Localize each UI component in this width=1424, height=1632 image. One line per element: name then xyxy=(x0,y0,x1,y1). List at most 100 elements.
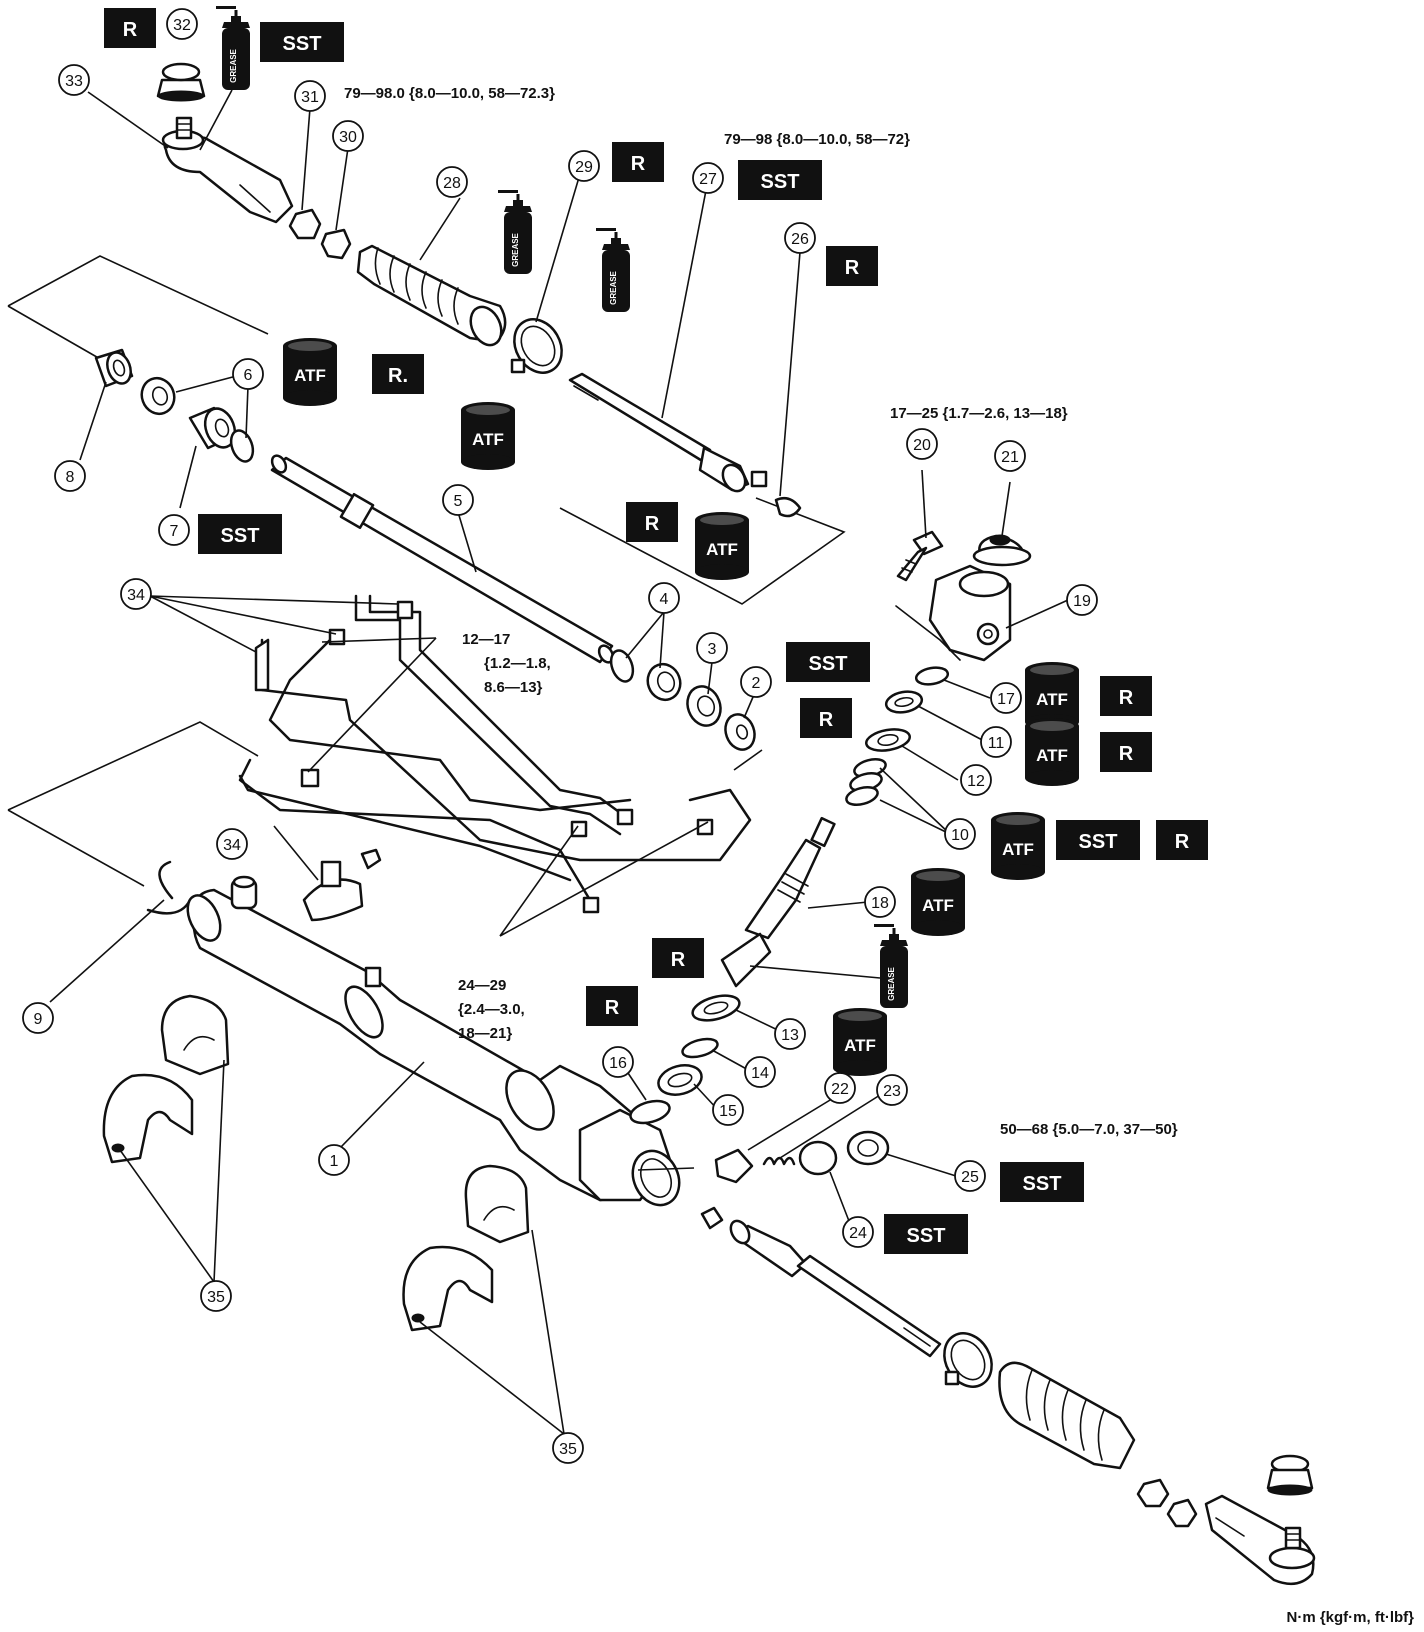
callout-23: 23 xyxy=(876,1074,908,1106)
callout-circle xyxy=(58,64,90,96)
callout-33: 33 xyxy=(58,64,90,96)
seal-6 xyxy=(140,376,176,416)
pipe-bracket-34 xyxy=(302,848,382,922)
callout-12: 12 xyxy=(960,764,992,796)
atf-can-7: ATF xyxy=(911,868,965,936)
callout-label: 21 xyxy=(1001,449,1019,466)
callout-label: 19 xyxy=(1073,593,1091,610)
seal-12 xyxy=(865,728,911,752)
callout-label: 15 xyxy=(719,1103,737,1120)
svg-text:ATF: ATF xyxy=(294,366,326,385)
sst-badge-7: SST xyxy=(884,1214,968,1254)
callout-label: 8 xyxy=(66,469,75,486)
callout-label: 29 xyxy=(575,159,593,176)
callout-22: 22 xyxy=(824,1072,856,1104)
callout-circle xyxy=(294,80,326,112)
callout-14: 14 xyxy=(744,1056,776,1088)
units-label: N·m {kgf·m, ft·lbf} xyxy=(1287,1609,1415,1626)
callout-circle xyxy=(552,1432,584,1464)
mount-brackets-35-left xyxy=(102,994,230,1164)
callout-label: 31 xyxy=(301,89,319,106)
bellows-boot-lower xyxy=(998,1361,1136,1470)
callout-4: 4 xyxy=(648,582,680,614)
svg-text:ATF: ATF xyxy=(844,1036,876,1055)
callout-label: 35 xyxy=(207,1289,225,1306)
atf-can-5: ATF xyxy=(1025,718,1079,786)
nut-31 xyxy=(288,208,322,240)
sst-badge-6: SST xyxy=(1000,1162,1084,1202)
callout-28: 28 xyxy=(436,166,468,198)
torque-24-29-a: 24—29 xyxy=(458,977,506,994)
svg-text:SST: SST xyxy=(1023,1173,1062,1195)
callout-circle xyxy=(318,1144,350,1176)
r-badge-11: R xyxy=(586,986,638,1026)
callout-34b: 34 xyxy=(216,828,248,860)
svg-text:R: R xyxy=(1119,687,1134,709)
nut-30 xyxy=(320,228,352,260)
bearing-10 xyxy=(845,757,887,807)
callout-circle xyxy=(568,150,600,182)
callout-13: 13 xyxy=(774,1018,806,1050)
washer-11 xyxy=(884,690,924,714)
spring-23 xyxy=(762,1156,796,1166)
callout-circle xyxy=(784,222,816,254)
washer-14 xyxy=(681,1037,719,1059)
callout-label: 10 xyxy=(951,827,969,844)
mount-brackets-35-right xyxy=(402,1164,530,1332)
callout-circle xyxy=(54,460,86,492)
callout-8: 8 xyxy=(54,460,86,492)
torque-27: 79—98 {8.0—10.0, 58—72} xyxy=(724,131,910,148)
grease-tube-18: GREASE xyxy=(872,922,910,1010)
yoke-housing-19 xyxy=(895,564,1012,662)
callout-label: 32 xyxy=(173,17,191,34)
atf-can-6: ATF xyxy=(991,812,1045,880)
callout-18: 18 xyxy=(864,886,896,918)
yoke-22 xyxy=(714,1148,754,1184)
callout-circle xyxy=(216,828,248,860)
torque-24-29-c: 18—21} xyxy=(458,1025,512,1042)
nut-lower-a xyxy=(1136,1478,1170,1508)
callout-label: 5 xyxy=(454,493,463,510)
sst-badge-1: SST xyxy=(260,22,344,62)
callout-label: 27 xyxy=(699,171,717,188)
svg-text:R: R xyxy=(605,997,620,1019)
sst-badge-5: SST xyxy=(1056,820,1140,860)
svg-text:ATF: ATF xyxy=(922,896,954,915)
boot-clamp-lower xyxy=(943,1332,993,1388)
torque-34-b: {1.2—1.8, xyxy=(484,655,551,672)
pressure-pipes-34 xyxy=(238,594,752,914)
o-ring-4a xyxy=(609,649,635,683)
torque-20: 17—25 {1.7—2.6, 13—18} xyxy=(890,405,1068,422)
lock-nut-25 xyxy=(846,1130,890,1166)
snap-ring-9 xyxy=(146,860,192,915)
torque-34-c: 8.6—13} xyxy=(484,679,543,696)
callout-circle xyxy=(442,484,474,516)
svg-text:SST: SST xyxy=(761,171,800,193)
seal-4b xyxy=(646,662,682,702)
svg-text:GREASE: GREASE xyxy=(609,270,618,304)
callout-circle xyxy=(1066,584,1098,616)
callout-25: 25 xyxy=(954,1160,986,1192)
callout-7: 7 xyxy=(158,514,190,546)
callout-label: 25 xyxy=(961,1169,979,1186)
pinion-18 xyxy=(720,816,836,988)
svg-text:R.: R. xyxy=(388,365,408,387)
svg-text:R: R xyxy=(123,19,138,41)
bushing-2 xyxy=(724,713,756,751)
callout-label: 11 xyxy=(988,735,1005,752)
callout-circle xyxy=(158,514,190,546)
svg-text:ATF: ATF xyxy=(1002,840,1034,859)
callout-label: 28 xyxy=(443,175,461,192)
grease-tube-32: GREASE xyxy=(214,4,252,92)
svg-text:GREASE: GREASE xyxy=(511,232,520,266)
callout-circle xyxy=(712,1094,744,1126)
svg-text:ATF: ATF xyxy=(706,540,738,559)
callout-label: 33 xyxy=(65,73,83,90)
callout-27: 27 xyxy=(692,162,724,194)
callout-11: 11 xyxy=(980,726,1012,758)
callout-label: 22 xyxy=(831,1081,849,1098)
r-badge-6: R xyxy=(800,698,852,738)
callout-circle xyxy=(990,682,1022,714)
torque-specs: 79—98.0 {8.0—10.0, 58—72.3} 79—98 {8.0—1… xyxy=(344,85,1414,1626)
